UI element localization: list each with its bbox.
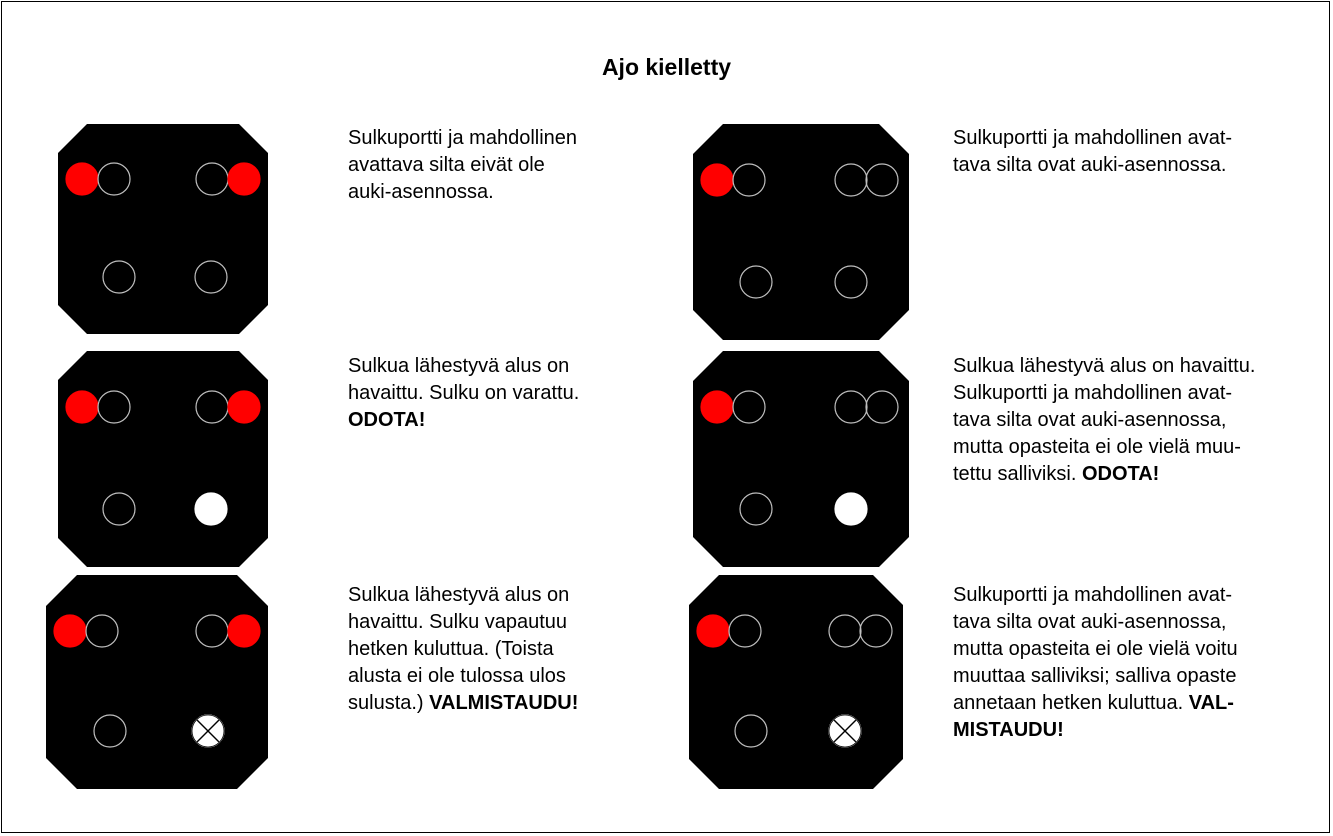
dark-lamp-bottom-right [194, 260, 228, 294]
dark-lamp [732, 390, 766, 424]
dark-lamp [728, 614, 762, 648]
signal-panel-6 [689, 575, 903, 789]
dark-lamp [828, 614, 862, 648]
signal-board [693, 351, 909, 567]
dark-lamp [865, 163, 899, 197]
signal-panel-3 [58, 351, 268, 567]
signal-panel-4 [693, 351, 909, 567]
signal-board [58, 124, 268, 334]
dark-lamp [834, 390, 868, 424]
description-line: havaittu. Sulku vapautuu [348, 611, 568, 633]
signal-board [689, 575, 903, 789]
description-line: alusta ei ole tulossa ulos [348, 665, 566, 687]
dark-lamp [85, 614, 119, 648]
red-lamp-right [227, 162, 261, 196]
description-line: tava silta ovat auki-asennossa, [953, 611, 1227, 633]
white-lamp [834, 492, 868, 526]
dark-lamp-bottom-left [739, 492, 773, 526]
description-line: muuttaa salliviksi; salliva opaste [953, 665, 1237, 687]
signal-description-3: Sulkua lähestyvä alus on havaittu. Sulku … [348, 353, 579, 434]
signal-description-5: Sulkua lähestyvä alus on havaittu. Sulku … [348, 582, 578, 717]
emphasis-text: VALMISTAUDU! [429, 692, 579, 714]
signal-description-4: Sulkua lähestyvä alus on havaittu. Sulkup… [953, 353, 1255, 488]
dark-lamp [97, 390, 131, 424]
flashing-white-lamp [191, 714, 225, 748]
flashing-white-lamp [828, 714, 862, 748]
dark-lamp [732, 163, 766, 197]
red-lamp-left [700, 390, 734, 424]
dark-lamp [834, 163, 868, 197]
red-lamp-left [65, 162, 99, 196]
signal-description-6: Sulkuportti ja mahdollinen avat-tava sil… [953, 582, 1238, 744]
signal-board [58, 351, 268, 567]
description-line: tettu salliviksi. [953, 463, 1077, 485]
signal-description-2: Sulkuportti ja mahdollinen avat-tava sil… [953, 125, 1232, 179]
red-lamp-left [53, 614, 87, 648]
emphasis-text: VAL- [1188, 692, 1234, 714]
red-lamp-left [700, 163, 734, 197]
emphasis-text: ODOTA! [348, 409, 426, 431]
description-line: auki-asennossa. [348, 181, 494, 203]
red-lamp-left [65, 390, 99, 424]
description-line: annetaan hetken kuluttua. [953, 692, 1184, 714]
description-line: Sulkua lähestyvä alus on [348, 584, 570, 606]
dark-lamp-bottom-left [734, 714, 768, 748]
signal-board [46, 575, 268, 789]
description-line: Sulkuportti ja mahdollinen avat- [953, 584, 1233, 606]
emphasis-text: ODOTA! [1081, 463, 1160, 485]
description-line: Sulkuportti ja mahdollinen avat- [953, 127, 1233, 149]
dark-lamp [865, 390, 899, 424]
dark-lamp [97, 162, 131, 196]
description-line: sulusta.) [348, 692, 424, 714]
description-line: Sulkuportti ja mahdollinen [348, 127, 578, 149]
description-line: Sulkua lähestyvä alus on havaittu. [953, 355, 1256, 377]
description-line: mutta opasteita ei ole vielä muu- [953, 436, 1241, 458]
red-lamp-left [696, 614, 730, 648]
description-line: mutta opasteita ei ole vielä voitu [953, 638, 1238, 660]
red-lamp-right [227, 390, 261, 424]
description-line: tava silta ovat auki-asennossa, [953, 409, 1227, 431]
dark-lamp [859, 614, 893, 648]
signal-panel-2 [693, 124, 909, 340]
description-line: Sulkua lähestyvä alus on [348, 355, 570, 377]
dark-lamp-bottom-left [102, 492, 136, 526]
diagram-title: Ajo kielletty [601, 54, 732, 80]
dark-lamp-bottom-left [93, 714, 127, 748]
description-line: hetken kuluttua. (Toista [348, 638, 554, 660]
signal-description-1: Sulkuportti ja mahdollinen avattava silta… [348, 125, 577, 206]
dark-lamp-bottom-left [739, 265, 773, 299]
white-lamp [194, 492, 228, 526]
dark-lamp-bottom-left [102, 260, 136, 294]
description-line: havaittu. Sulku on varattu. [348, 382, 580, 404]
red-lamp-right [227, 614, 261, 648]
description-line: Sulkuportti ja mahdollinen avat- [953, 382, 1233, 404]
description-line: avattava silta eivät ole [348, 154, 545, 176]
signal-panel-1 [58, 124, 268, 334]
emphasis-text: MISTAUDU! [953, 719, 1064, 741]
description-line: tava silta ovat auki-asennossa. [953, 154, 1227, 176]
signal-board [693, 124, 909, 340]
signal-panel-5 [46, 575, 268, 789]
dark-lamp-bottom-right [834, 265, 868, 299]
